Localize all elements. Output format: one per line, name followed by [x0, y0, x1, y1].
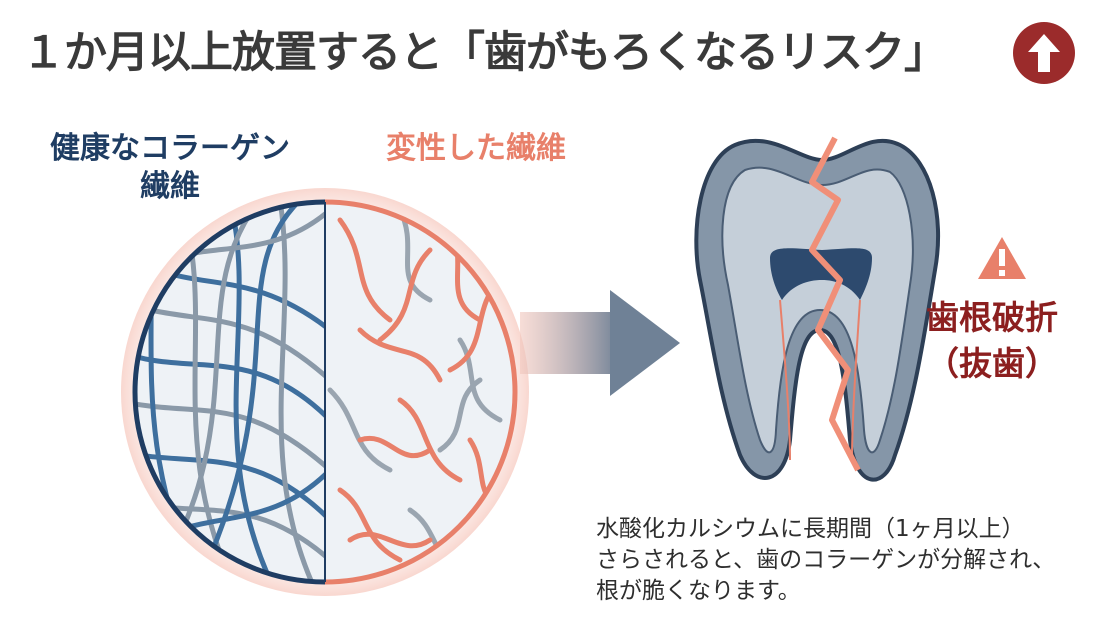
transition-arrow [520, 290, 680, 396]
healthy-circle-border [132, 199, 326, 585]
healthy-collagen-label: 健康なコラーゲン 繊維 [50, 131, 290, 204]
damaged-circle-border [324, 199, 518, 585]
fractured-tooth-icon [694, 136, 941, 482]
warning-triangle-icon [976, 235, 1028, 285]
root-fracture-label: 歯根破折 （抜歯） [926, 298, 1058, 383]
explanation-caption: 水酸化カルシウムに長期間（1ヶ月以上） さらされると、歯のコラーゲンが分解され、… [596, 516, 1056, 604]
denatured-fiber-label: 変性した繊維 [386, 131, 566, 166]
up-arrow-icon [1013, 22, 1075, 84]
page-title: １か月以上放置すると「歯がもろくなるリスク」 [22, 28, 947, 78]
